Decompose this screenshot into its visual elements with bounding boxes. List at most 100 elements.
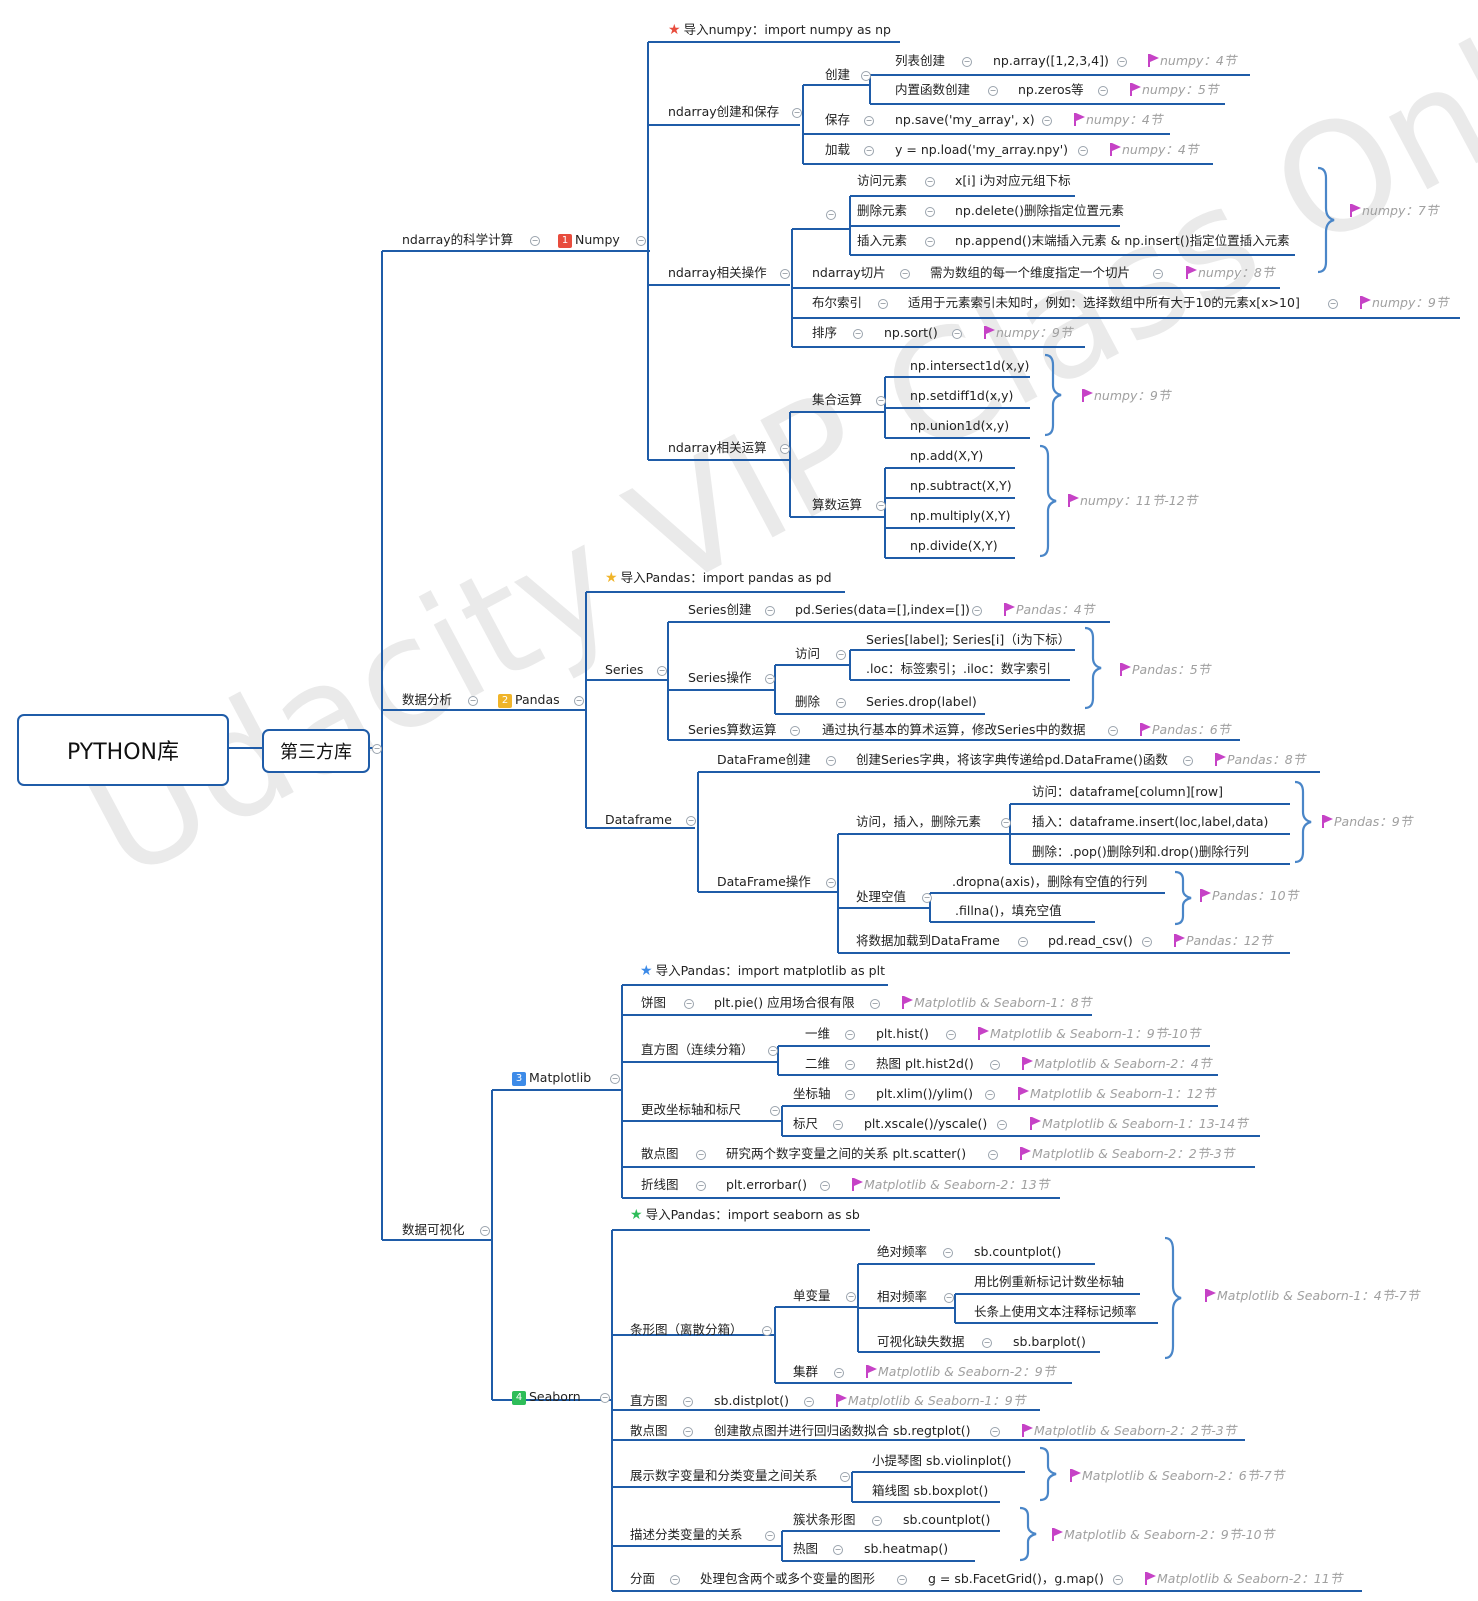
save-node[interactable]: 保存 [825,112,851,127]
collapse-icon[interactable]: − [990,1060,1000,1070]
access-code[interactable]: x[i] i为对应元组下标 [955,173,1071,188]
set-union[interactable]: np.union1d(x,y) [910,418,1010,433]
univariate[interactable]: 单变量 [793,1288,831,1303]
absolute-freq-code[interactable]: sb.countplot() [974,1244,1062,1259]
collapse-icon[interactable]: − [836,698,846,708]
collapse-icon[interactable]: − [790,726,800,736]
load-code[interactable]: y = np.load('my_array.npy') [895,142,1069,157]
df-access[interactable]: 访问：dataframe[column][row] [1032,784,1223,799]
collapse-icon[interactable]: − [834,1368,844,1378]
heatmap-code[interactable]: sb.heatmap() [864,1541,949,1556]
relative-freq-2[interactable]: 长条上使用文本注释标记频率 [974,1304,1137,1319]
cat-relation[interactable]: 描述分类变量的关系 [630,1527,743,1542]
slice-desc[interactable]: 需为数组的每一个维度指定一个切片 [930,265,1131,280]
collapse-icon[interactable]: − [870,999,880,1009]
df-dropna[interactable]: .dropna(axis)，删除有空值的行列 [952,874,1148,889]
axis-limits-code[interactable]: plt.xlim()/ylim() [876,1086,974,1101]
series-node[interactable]: Series [605,662,644,677]
collapse-icon[interactable]: − [845,1030,855,1040]
sb-hist-code[interactable]: sb.distplot() [714,1393,789,1408]
series-delete[interactable]: 删除 [795,694,821,709]
numpy-import[interactable]: ★导入numpy：import numpy as np [668,22,891,38]
collapse-icon[interactable]: − [826,878,836,888]
facet-code[interactable]: g = sb.FacetGrid()，g.map() [928,1571,1104,1586]
collapse-icon[interactable]: − [683,1397,693,1407]
collapse-icon[interactable]: − [943,1248,953,1258]
slice-node[interactable]: ndarray切片 [812,265,886,280]
collapse-icon[interactable]: − [861,71,871,81]
insert-code[interactable]: np.append()末端插入元素 & np.insert()指定位置插入元素 [955,233,1290,248]
pie-desc[interactable]: plt.pie() 应用场合很有限 [714,995,855,1010]
collapse-icon[interactable]: − [826,756,836,766]
section-ndarray[interactable]: ndarray的科学计算 [402,232,514,247]
collapse-icon[interactable]: − [600,1393,610,1403]
collapse-icon[interactable]: − [846,1292,856,1302]
collapse-icon[interactable]: − [804,1397,814,1407]
axis-scale-code[interactable]: plt.xscale()/yscale() [864,1116,988,1131]
df-null[interactable]: 处理空值 [856,889,907,904]
collapse-icon[interactable]: − [900,269,910,279]
missing-data[interactable]: 可视化缺失数据 [877,1334,965,1349]
heatmap[interactable]: 热图 [793,1541,819,1556]
num-cat-relation[interactable]: 展示数字变量和分类变量之间关系 [630,1468,818,1483]
collapse-icon[interactable]: − [836,650,846,660]
arith-subtract[interactable]: np.subtract(X,Y) [910,478,1012,493]
df-delete[interactable]: 删除：.pop()删除列和.drop()删除行列 [1032,844,1249,859]
collapse-icon[interactable]: − [1098,86,1108,96]
collapse-icon[interactable]: − [840,1472,850,1482]
collapse-icon[interactable]: − [684,999,694,1009]
load-node[interactable]: 加载 [825,142,851,157]
df-ops[interactable]: DataFrame操作 [717,874,811,889]
hist-2d-code[interactable]: 热图 plt.hist2d() [876,1056,974,1071]
collapse-icon[interactable]: − [876,501,886,511]
collapse-icon[interactable]: − [686,816,696,826]
collapse-icon[interactable]: − [670,1575,680,1585]
builtin-create[interactable]: 内置函数创建 [895,82,971,97]
df-insert[interactable]: 插入：dataframe.insert(loc,label,data) [1032,814,1269,829]
collapse-icon[interactable]: − [696,1150,706,1160]
collapse-icon[interactable]: − [696,1181,706,1191]
collapse-icon[interactable]: − [765,606,775,616]
clustered-bar[interactable]: 簇状条形图 [793,1512,856,1527]
arith-multiply[interactable]: np.multiply(X,Y) [910,508,1011,523]
ndarray-create-save[interactable]: ndarray创建和保存 [668,104,780,119]
root-node[interactable]: PYTHON库 [17,714,229,786]
collapse-icon[interactable]: − [636,236,646,246]
collapse-icon[interactable]: − [1078,146,1088,156]
collapse-icon[interactable]: − [925,177,935,187]
collapse-icon[interactable]: − [946,1030,956,1040]
series-delete-code[interactable]: Series.drop(label) [866,694,977,709]
ndarray-calc[interactable]: ndarray相关运算 [668,440,767,455]
section-viz[interactable]: 数据可视化 [402,1222,465,1237]
series-access-2[interactable]: .loc：标签索引；.iloc：数字索引 [866,661,1051,676]
relative-freq[interactable]: 相对频率 [877,1289,928,1304]
df-create-desc[interactable]: 创建Series字典，将该字典传递给pd.DataFrame()函数 [856,752,1168,767]
collapse-icon[interactable]: − [1108,726,1118,736]
collapse-icon[interactable]: − [574,696,584,706]
histogram[interactable]: 直方图（连续分箱） [641,1042,754,1057]
collapse-icon[interactable]: − [765,1531,775,1541]
collapse-icon[interactable]: − [925,207,935,217]
save-code[interactable]: np.save('my_array', x) [895,112,1035,127]
collapse-icon[interactable]: − [1018,937,1028,947]
collapse-icon[interactable]: − [864,116,874,126]
axis-scale-node[interactable]: 标尺 [793,1116,819,1131]
df-fillna[interactable]: .fillna()，填充空值 [955,903,1062,918]
collapse-icon[interactable]: − [988,86,998,96]
arith-add[interactable]: np.add(X,Y) [910,448,984,463]
arith-ops[interactable]: 算数运算 [812,497,863,512]
section-analysis[interactable]: 数据分析 [402,692,453,707]
collapse-icon[interactable]: − [864,146,874,156]
collapse-icon[interactable]: − [876,396,886,406]
list-create[interactable]: 列表创建 [895,53,946,68]
collapse-icon[interactable]: − [925,237,935,247]
set-intersect[interactable]: np.intersect1d(x,y) [910,358,1030,373]
collapse-icon[interactable]: − [657,666,667,676]
collapse-icon[interactable]: − [792,108,802,118]
collapse-icon[interactable]: − [878,299,888,309]
series-create-code[interactable]: pd.Series(data=[],index=[]) [795,602,970,617]
box-plot[interactable]: 箱线图 sb.boxplot() [872,1483,989,1498]
collapse-icon[interactable]: − [372,744,382,754]
axis-scale[interactable]: 更改坐标轴和标尺 [641,1102,742,1117]
